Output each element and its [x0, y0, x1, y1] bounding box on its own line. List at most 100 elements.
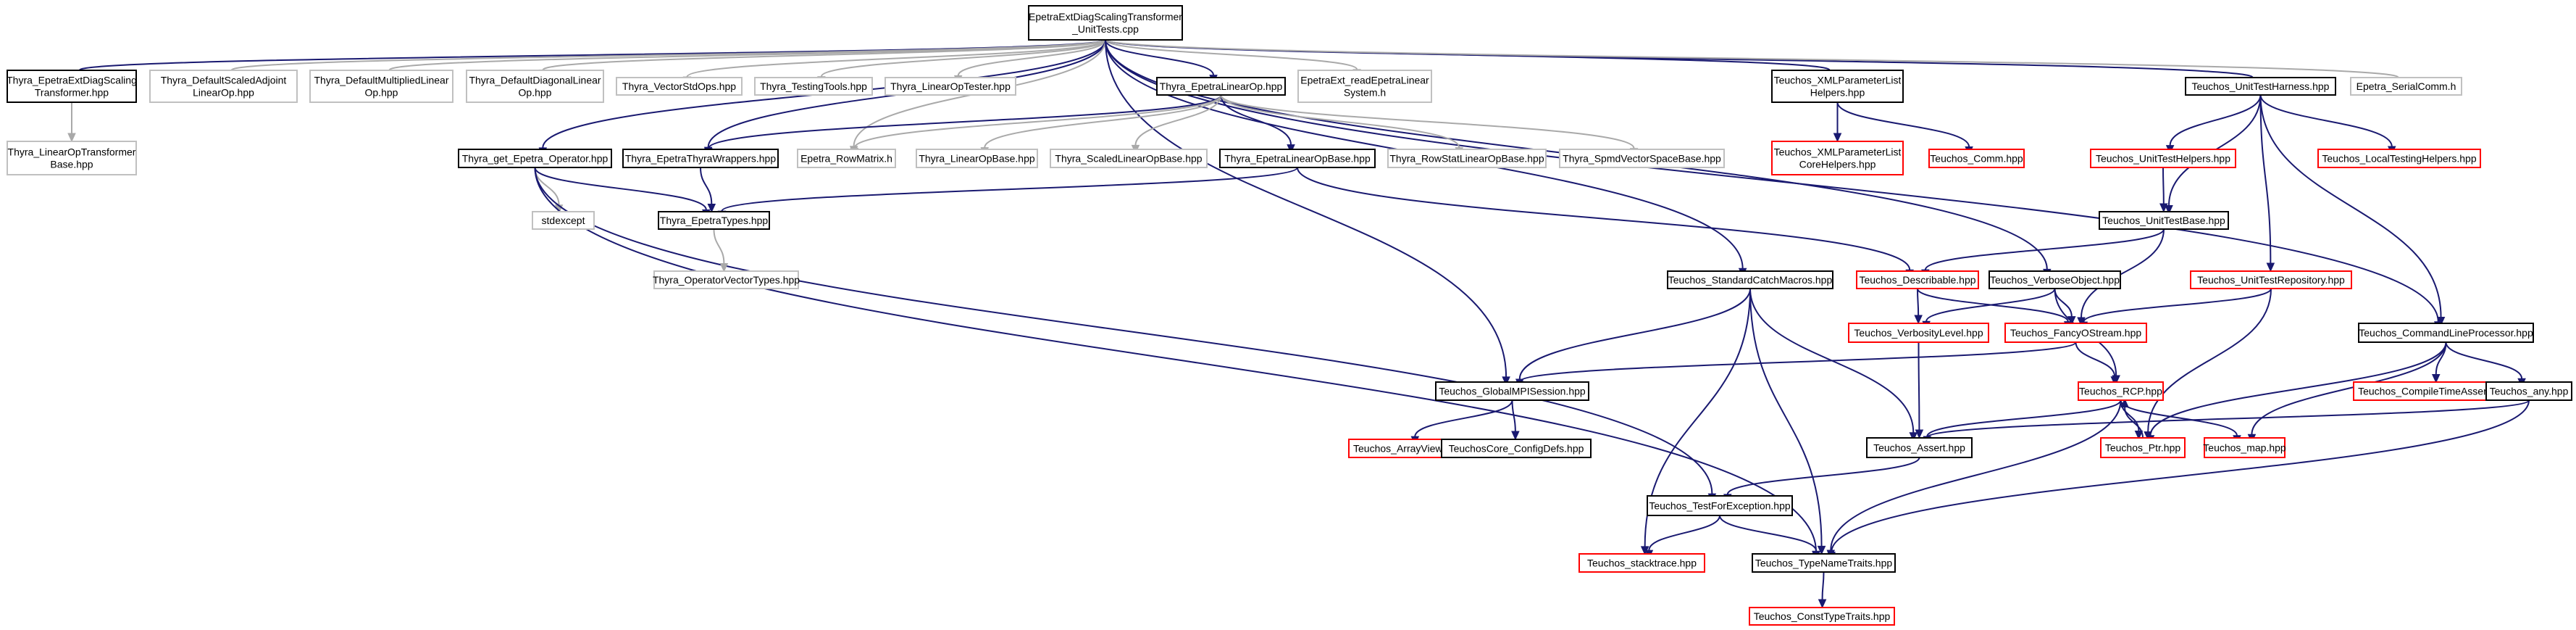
edge-line: [1105, 39, 1358, 70]
node-teuchos-unit-test-base[interactable]: Teuchos_UnitTestBase.hpp: [2099, 211, 2229, 230]
node-box: [1050, 149, 1208, 168]
node-label: Thyra_DefaultDiagonalLinear: [469, 75, 601, 86]
edge-line: [1511, 399, 1516, 432]
arrowhead: [707, 203, 716, 213]
node-box: [1856, 270, 1979, 289]
node-label: Thyra_EpetraTypes.hpp: [660, 215, 769, 226]
node-teuchos-global-mpi-session[interactable]: Teuchos_GlobalMPISession.hpp: [1435, 381, 1589, 401]
node-thyra-epetra-thyra-wrappers[interactable]: Thyra_EpetraThyraWrappers.hpp: [622, 149, 779, 168]
node-label: Thyra_EpetraThyraWrappers.hpp: [625, 153, 776, 165]
node-root[interactable]: EpetraExtDiagScalingTransformer_UnitTest…: [1028, 5, 1183, 41]
node-label: Thyra_LinearOpTester.hpp: [890, 80, 1011, 92]
node-box: [1028, 5, 1183, 41]
edge-line: [1924, 228, 2165, 270]
node-teuchos-map[interactable]: Teuchos_map.hpp: [2203, 437, 2286, 458]
node-label: Thyra_EpetraExtDiagScaling: [7, 75, 137, 86]
node-label: Teuchos_Ptr.hpp: [2105, 442, 2181, 454]
edge-line: [853, 94, 1222, 149]
edge-line: [2083, 288, 2272, 323]
node-label: Teuchos_stacktrace.hpp: [1587, 558, 1697, 569]
arrowhead: [1502, 376, 1510, 386]
node-label: TeuchosCore_ConfigDefs.hpp: [1449, 443, 1584, 455]
edge-teuchos_fancy_ostream-to-teuchos_rcp: [2075, 341, 2120, 386]
arrowhead: [1915, 429, 1924, 439]
arrowhead: [2134, 431, 2144, 440]
node-box: [2485, 381, 2572, 401]
node-teuchos-any[interactable]: Teuchos_any.hpp: [2485, 381, 2572, 401]
node-teuchos-ptr[interactable]: Teuchos_Ptr.hpp: [2100, 437, 2186, 458]
node-box: [1771, 141, 1904, 175]
node-teuchos-unit-test-repository[interactable]: Teuchos_UnitTestRepository.hpp: [2190, 270, 2352, 289]
arrowhead: [1909, 432, 1918, 442]
node-teuchos-core-config-defs[interactable]: TeuchosCore_ConfigDefs.hpp: [1441, 439, 1592, 458]
edge-line: [534, 167, 1713, 494]
node-teuchos-standard-catch-macros[interactable]: Teuchos_StandardCatchMacros.hpp: [1667, 270, 1833, 289]
edge-teuchos_unit_test_harness-to-teuchos_local_testing_helpers: [2259, 94, 2396, 156]
node-box: [1559, 149, 1725, 168]
node-teuchos-comm[interactable]: Teuchos_Comm.hpp: [1928, 149, 2025, 168]
edge-line: [2149, 341, 2447, 436]
node-label: Teuchos_LocalTestingHelpers.hpp: [2322, 153, 2476, 165]
node-thyra-get-epetra-operator[interactable]: Thyra_get_Epetra_Operator.hpp: [458, 149, 612, 168]
node-teuchos-unit-test-helpers[interactable]: Teuchos_UnitTestHelpers.hpp: [2090, 149, 2236, 168]
node-thyra-operator-vector-types: Thyra_OperatorVectorTypes.hpp: [653, 270, 800, 289]
node-epetra-row-matrix: Epetra_RowMatrix.h: [797, 149, 896, 168]
node-teuchos-stacktrace[interactable]: Teuchos_stacktrace.hpp: [1578, 553, 1705, 573]
node-box: [1578, 553, 1705, 573]
node-teuchos-const-type-traits[interactable]: Teuchos_ConstTypeTraits.hpp: [1749, 607, 1895, 626]
node-teuchos-assert[interactable]: Teuchos_Assert.hpp: [1866, 437, 1973, 458]
node-label: Thyra_SpmdVectorSpaceBase.hpp: [1563, 153, 1721, 165]
edge-line: [2162, 167, 2165, 204]
edge-line: [1220, 94, 1292, 145]
node-teuchos-command-line-processor[interactable]: Teuchos_CommandLineProcessor.hpp: [2358, 323, 2534, 343]
node-thyra-epetraext-diag[interactable]: Thyra_EpetraExtDiagScalingTransformer.hp…: [7, 70, 137, 103]
node-thyra-epetra-linear-op[interactable]: Thyra_EpetraLinearOp.hpp: [1156, 77, 1286, 96]
arrowhead: [1833, 133, 1842, 143]
edge-line: [2259, 94, 2393, 147]
node-teuchos-verbose-object[interactable]: Teuchos_VerboseObject.hpp: [1989, 270, 2121, 289]
node-box: [1297, 70, 1432, 103]
node-thyra-epetra-linear-op-base[interactable]: Thyra_EpetraLinearOpBase.hpp: [1219, 149, 1376, 168]
edge-line: [1830, 399, 2122, 550]
node-box: [2204, 437, 2286, 458]
node-teuchos-unit-test-harness[interactable]: Teuchos_UnitTestHarness.hpp: [2185, 77, 2336, 96]
node-box: [1848, 323, 1989, 343]
node-teuchos-rcp[interactable]: Teuchos_RCP.hpp: [2078, 381, 2164, 401]
node-box: [2099, 211, 2229, 230]
node-thyra-testing-tools: Thyra_TestingTools.hpp: [754, 77, 873, 96]
edge-thyra_epetra_types-to-thyra_operator_vector_types: [713, 228, 729, 273]
edge-line: [1414, 399, 1513, 437]
node-teuchos-type-name-traits[interactable]: Teuchos_TypeNameTraits.hpp: [1752, 553, 1896, 573]
node-box: [1752, 553, 1896, 573]
edge-teuchos_fancy_ostream-to-teuchos_global_mpi_session: [1515, 341, 2077, 391]
node-label: EpetraExtDiagScalingTransformer: [1029, 11, 1182, 22]
node-label: Epetra_SerialComm.h: [2357, 80, 2456, 92]
edge-line: [686, 39, 1106, 78]
edge-line: [700, 167, 713, 204]
edge-teuchos_unit_test_harness-to-teuchos_unit_test_repository: [2259, 94, 2275, 273]
edge-teuchos_any-to-teuchos_type_name_traits: [1827, 399, 2530, 561]
node-teuchos-fancy-ostream[interactable]: Teuchos_FancyOStream.hpp: [2004, 323, 2147, 343]
node-label: Teuchos_UnitTestHelpers.hpp: [2096, 153, 2230, 165]
edge-line: [1105, 39, 1215, 75]
edge-teuchos_verbose_object-to-teuchos_fancy_ostream: [2054, 288, 2076, 326]
node-thyra-epetra-types[interactable]: Thyra_EpetraTypes.hpp: [658, 211, 770, 230]
edge-line: [1297, 167, 1911, 270]
edge-line: [1918, 341, 1920, 431]
node-teuchos-verbosity-level[interactable]: Teuchos_VerbosityLevel.hpp: [1848, 323, 1989, 343]
edge-line: [2124, 407, 2144, 439]
arrowhead: [2266, 262, 2275, 273]
edge-line: [1519, 341, 2077, 383]
dependency-edges: [67, 39, 2530, 609]
node-label: Teuchos_UnitTestRepository.hpp: [2197, 274, 2345, 286]
node-label: Thyra_DefaultScaledAdjoint: [161, 75, 287, 86]
node-box: [1156, 77, 1286, 96]
node-teuchos-local-testing-helpers[interactable]: Teuchos_LocalTestingHelpers.hpp: [2317, 149, 2481, 168]
node-label: Epetra_RowMatrix.h: [800, 153, 892, 165]
node-teuchos-test-for-exception[interactable]: Teuchos_TestForException.hpp: [1647, 495, 1793, 516]
edge-line: [1105, 39, 2254, 78]
node-teuchos-describable[interactable]: Teuchos_Describable.hpp: [1856, 270, 1979, 289]
